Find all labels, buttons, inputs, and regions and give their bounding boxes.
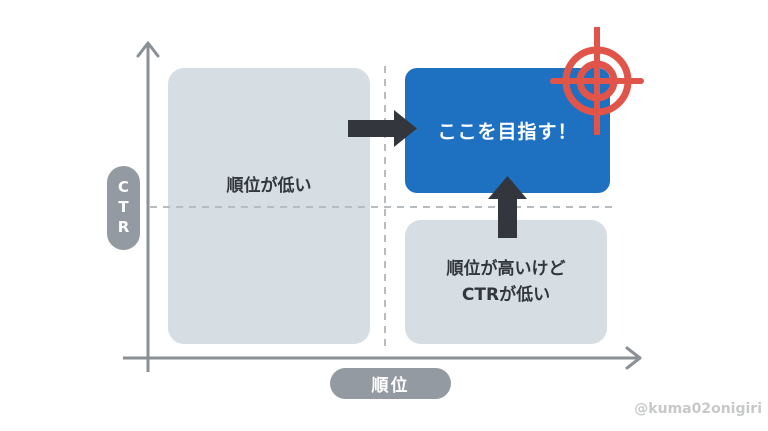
quadrant-low-ctr-label-line1: 順位が高いけど [446, 259, 566, 279]
arrow-up-icon [488, 176, 527, 238]
x-axis-label-pill: 順位 [330, 368, 451, 399]
y-axis-arrow-icon [136, 41, 160, 372]
quadrant-goal-label: ここを目指す！ [437, 121, 578, 143]
y-axis-label-pill: CTR [107, 166, 140, 250]
quadrant-low-ctr-box: 順位が高いけど CTRが低い [405, 220, 607, 344]
x-axis-arrow-icon [123, 346, 642, 370]
x-axis-label: 順位 [371, 376, 410, 396]
arrow-right-icon [348, 110, 417, 147]
watermark-credit: @kuma02onigiri [634, 401, 762, 417]
quadrant-goal-box: ここを目指す！ [405, 68, 610, 193]
crosshair-target-icon [550, 27, 644, 135]
y-axis-label: CTR [114, 178, 133, 238]
quadrant-low-rank-label: 順位が低い [226, 176, 312, 196]
vertical-dashed-divider [384, 66, 386, 352]
quadrant-low-ctr-label-line2: CTRが低い [461, 285, 551, 305]
horizontal-dashed-divider [150, 206, 615, 208]
